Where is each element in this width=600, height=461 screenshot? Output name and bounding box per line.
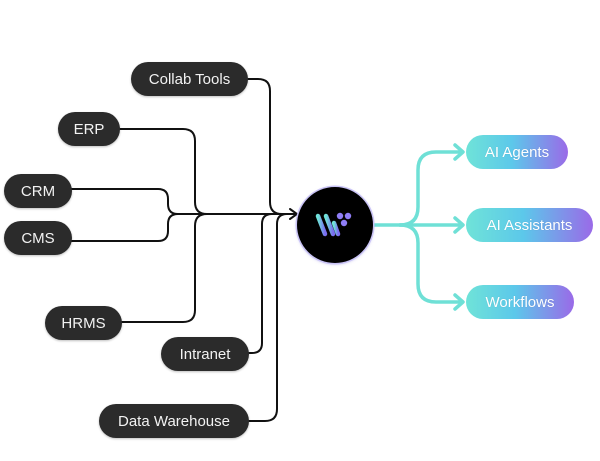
source-label: HRMS [61,314,106,332]
arrow-ai-assistants-icon [453,216,465,234]
source-label: Intranet [179,345,231,363]
wire-data-warehouse [232,213,288,422]
wire-to-ai-agents [398,150,464,227]
output-label: AI Assistants [486,216,573,234]
brand-logo-icon [315,212,352,237]
arrow-workflows-icon [453,293,465,311]
source-data-warehouse[interactable]: Data Warehouse [99,404,249,438]
source-crm[interactable]: CRM [4,174,72,208]
output-ai-assistants[interactable]: AI Assistants [466,208,593,242]
wire-cms [69,213,179,242]
wire-to-workflows [398,223,464,304]
source-label: Data Warehouse [117,412,230,430]
source-label: CMS [21,229,55,247]
source-intranet[interactable]: Intranet [161,337,249,371]
output-workflows[interactable]: Workflows [466,285,574,319]
hub-node[interactable] [297,187,373,263]
wire-intranet [247,213,273,354]
source-label: Collab Tools [148,70,231,88]
output-label: AI Agents [484,143,550,161]
source-label: CRM [20,182,56,200]
wire-hrms [119,213,208,323]
source-label: ERP [73,120,105,138]
output-ai-agents[interactable]: AI Agents [466,135,568,169]
wire-collab-tools [247,78,297,215]
source-collab-tools[interactable]: Collab Tools [131,62,248,96]
source-hrms[interactable]: HRMS [45,306,122,340]
arrow-ai-agents-icon [453,143,465,161]
wire-crm [69,188,179,215]
wire-erp [119,128,208,215]
source-cms[interactable]: CMS [4,221,72,255]
arrow-into-hub-icon [289,208,299,220]
source-erp[interactable]: ERP [58,112,120,146]
output-label: Workflows [485,293,555,311]
